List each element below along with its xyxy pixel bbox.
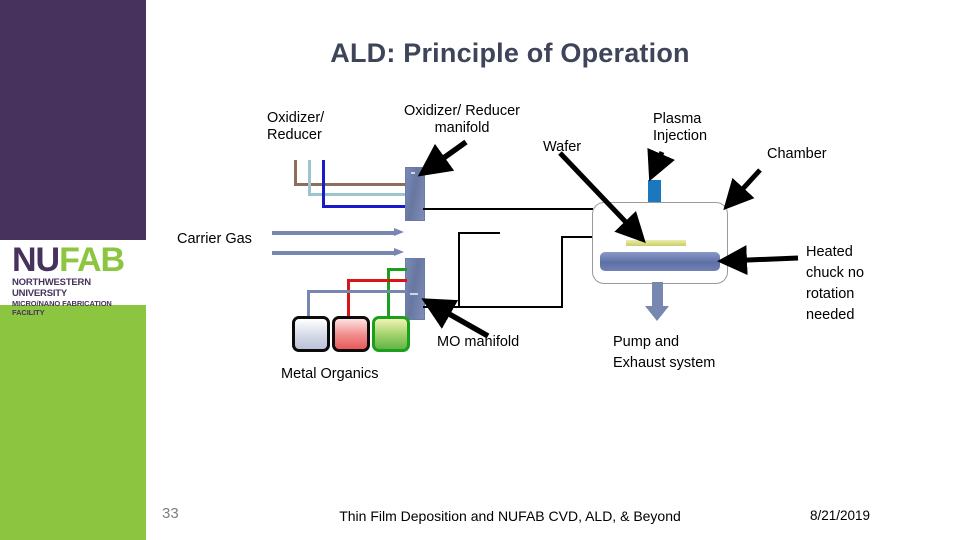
oxidizer-pipe-lightblue-vertical <box>308 160 311 195</box>
manifold-port-indicator <box>411 172 415 174</box>
label-mo-manifold: MO manifold <box>437 334 520 350</box>
logo-subtitle-facility: MICRO/NANO FABRICATION FACILITY <box>12 299 112 317</box>
arrow-oxidizer-manifold <box>417 139 468 177</box>
label-plasma-injection: Plasma Injection <box>653 111 708 144</box>
left-rail-purple <box>0 0 146 240</box>
footer-title: Thin Film Deposition and NUFAB CVD, ALD,… <box>339 508 681 524</box>
arrow-heated-chuck <box>717 245 799 276</box>
chamber-feed-line-lower-horizontal <box>423 306 563 308</box>
mo-pipe-red-horizontal <box>347 279 407 282</box>
exhaust-arrow-stem <box>652 282 663 308</box>
oxidizer-pipe-darkblue-horizontal <box>322 205 406 208</box>
chamber-feed-line-midjoin <box>458 232 460 308</box>
oxidizer-pipe-lightblue-horizontal <box>308 193 406 196</box>
metal-organic-source-2[interactable] <box>332 316 370 352</box>
arrow-chamber <box>723 168 762 211</box>
chamber-feed-line-lower-entry <box>561 236 593 238</box>
slide-number: 33 <box>162 505 179 522</box>
label-metal-organics: Metal Organics <box>281 366 379 382</box>
mo-pipe-gray-vertical <box>307 290 310 330</box>
logo-fab-text: FAB <box>59 241 125 279</box>
metal-organic-source-1[interactable] <box>292 316 330 352</box>
carrier-gas-arrow-bottom <box>272 248 404 257</box>
logo-subtitle-university: NORTHWESTERN UNIVERSITY <box>12 277 91 299</box>
mo-pipe-green-horizontal <box>387 268 407 271</box>
label-chamber: Chamber <box>767 146 827 162</box>
label-wafer: Wafer <box>543 139 582 155</box>
heated-chuck <box>600 252 720 271</box>
wafer <box>626 240 686 246</box>
logo-wordmark: NUFAB <box>12 243 146 277</box>
carrier-gas-arrow-top <box>272 228 404 237</box>
nufab-logo: NUFAB NORTHWESTERN UNIVERSITY MICRO/NANO… <box>12 243 146 317</box>
label-heated-chuck: Heated chuck no rotation needed <box>806 244 865 323</box>
arrow-plasma-injection <box>647 147 675 182</box>
label-oxidizer-reducer: Oxidizer/ Reducer <box>267 110 325 143</box>
label-carrier-gas: Carrier Gas <box>177 231 252 247</box>
oxidizer-pipe-darkblue-vertical <box>322 160 325 208</box>
label-pump-exhaust: Pump and Exhaust system <box>613 334 716 371</box>
mo-manifold-port-indicator <box>410 293 418 295</box>
mo-pipe-gray-horizontal <box>307 290 407 293</box>
logo-nu-text: NU <box>12 241 60 279</box>
mo-pipe-green-vertical <box>387 268 390 330</box>
metal-organic-source-3[interactable] <box>372 316 410 352</box>
exhaust-arrow-head <box>645 306 669 321</box>
plasma-injection-port <box>648 180 661 204</box>
oxidizer-pipe-brown-horizontal <box>294 183 406 186</box>
mo-manifold[interactable] <box>405 258 425 320</box>
oxidizer-pipe-brown-vertical <box>294 160 297 185</box>
label-oxidizer-reducer-manifold: Oxidizer/ Reducer manifold <box>403 103 521 136</box>
chamber-feed-line-midjoin-top <box>458 232 500 234</box>
mo-pipe-red-vertical <box>347 279 350 330</box>
chamber-feed-line-lower-vertical <box>561 236 563 308</box>
page-title: ALD: Principle of Operation <box>330 38 690 68</box>
footer-date: 8/21/2019 <box>810 508 871 523</box>
left-rail-green <box>0 305 146 540</box>
oxidizer-reducer-manifold[interactable] <box>405 167 425 221</box>
chamber-feed-line-upper <box>423 208 593 210</box>
